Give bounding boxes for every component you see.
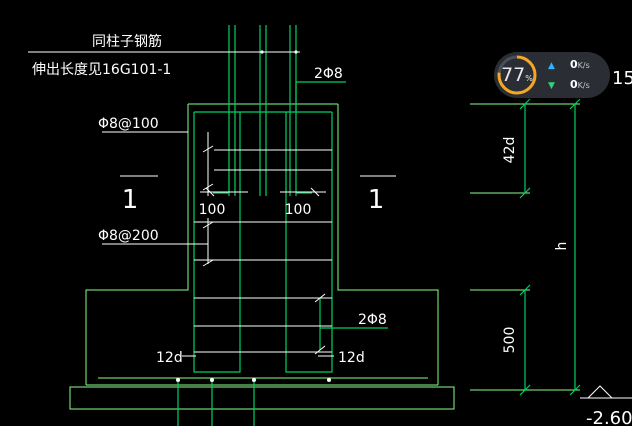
top-rebar-label: 2Φ8 — [314, 66, 343, 82]
stirrup-normal-label: Φ8@200 — [98, 228, 159, 244]
gauge-arc — [497, 55, 537, 95]
bottom-anchor — [285, 364, 333, 373]
stirrup-group — [28, 51, 632, 399]
arrow-down-icon: ▼ — [548, 81, 555, 91]
bottom-rebar-label: 2Φ8 — [358, 312, 387, 328]
arrow-up-icon: ▲ — [548, 61, 555, 71]
upload-unit: K/s — [577, 61, 590, 70]
dim-42d-label: 42d — [502, 137, 518, 164]
gauge-percent-unit: % — [525, 74, 533, 83]
leader-tick — [202, 145, 214, 153]
foundation-dots — [176, 378, 331, 382]
gauge-percent: 77 — [501, 64, 526, 86]
dim-500-label: 500 — [502, 327, 518, 354]
cpu-gauge — [497, 55, 537, 95]
download-value: 0 — [570, 78, 578, 91]
dim-tick — [519, 98, 531, 110]
leader-tick — [202, 221, 214, 229]
dim-tick — [569, 384, 581, 396]
bar-dot — [327, 378, 331, 382]
dim-100-left: 100 — [199, 202, 226, 218]
anchor-label-left: 12d — [156, 350, 183, 366]
dim-100-right: 100 — [285, 202, 312, 218]
bar-dot — [252, 378, 256, 382]
network-speed-widget[interactable]: 77% ▲0K/s ▼0K/s — [494, 52, 610, 98]
bar-dot — [176, 378, 180, 382]
elevation-bottom-label: -2.60 — [586, 408, 632, 426]
dim-tick — [519, 187, 531, 199]
section-outline-right — [337, 104, 439, 385]
upload-rate: ▲ 0K/s — [548, 57, 590, 73]
note-line-1: 同柱子钢筋 — [92, 33, 162, 50]
beam-outline — [69, 103, 580, 410]
dim-tick — [519, 384, 531, 396]
section-mark-right: 1 — [368, 185, 385, 215]
dim-h-label: h — [554, 242, 570, 251]
download-rate: ▼ 0K/s — [548, 77, 590, 93]
anchor-label-right: 12d — [338, 350, 365, 366]
leader-tick — [314, 345, 326, 355]
elevation-symbol — [587, 385, 614, 399]
dim-tick — [569, 98, 581, 110]
leader-tick — [314, 293, 326, 303]
upload-value: 0 — [570, 58, 578, 71]
bar-dot — [210, 378, 214, 382]
gauge-readout: 77% — [496, 54, 538, 96]
leader-tick — [202, 183, 214, 191]
stirrup-dense-label: Φ8@100 — [98, 116, 159, 132]
cushion-layer — [69, 386, 455, 410]
dim-tick — [519, 284, 531, 296]
bar-dot — [260, 50, 264, 54]
elevation-top-label: 150 — [612, 68, 632, 89]
rebar-group — [177, 25, 581, 426]
column-bar-dots — [260, 50, 298, 54]
note-line-2: 伸出长度见16G101-1 — [32, 62, 171, 78]
download-unit: K/s — [577, 81, 590, 90]
dim-tick — [310, 187, 320, 197]
section-mark-left: 1 — [122, 185, 139, 215]
bar-dot — [294, 50, 298, 54]
bottom-anchor — [193, 364, 241, 373]
dim-tick — [205, 187, 215, 197]
section-outline-left — [85, 104, 189, 385]
leader-tick — [202, 259, 214, 267]
